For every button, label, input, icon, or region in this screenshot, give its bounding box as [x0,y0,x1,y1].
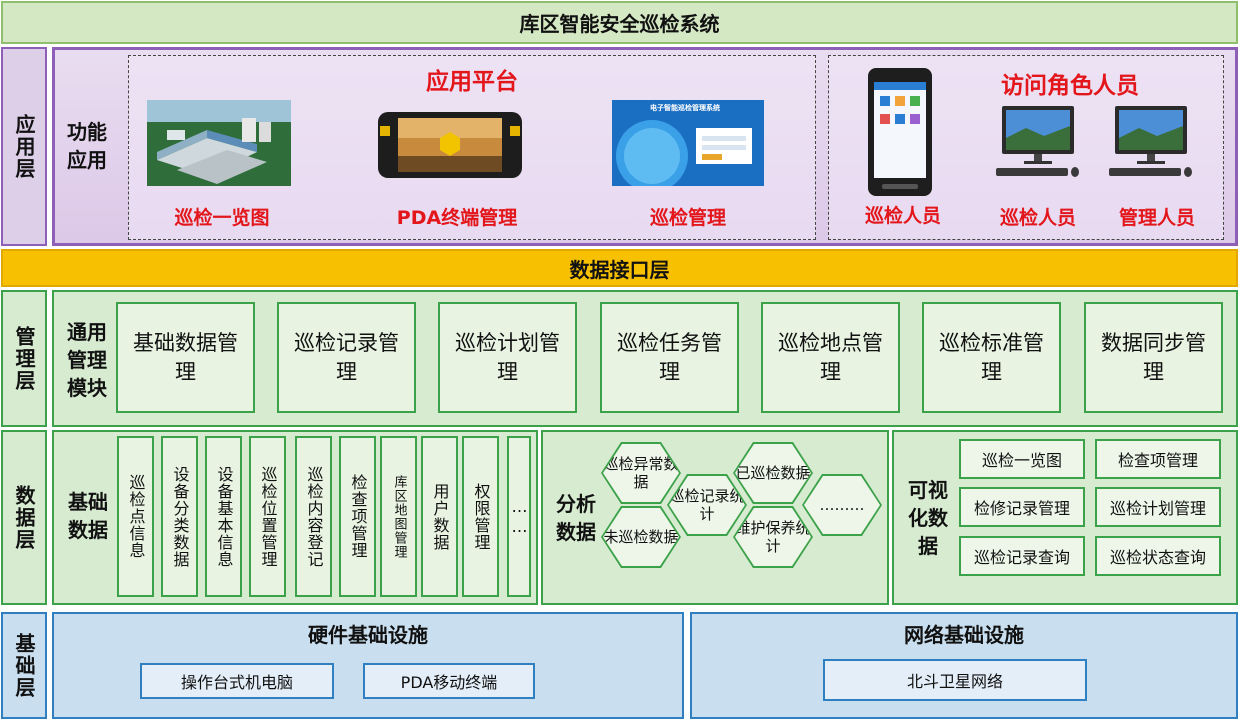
module-data-sync: 数据同步管理 [1084,302,1223,413]
hex-more-text: ……… [804,476,880,534]
role-inspector-mobile: 巡检人员 [864,204,941,227]
basic-data-label: 基础数据 [68,490,108,542]
mobile-phone-icon [868,68,932,196]
platform-title: 应用平台 [426,69,518,95]
basic-item-map: 库区地图管理 [380,436,417,597]
module-inspection-plan: 巡检计划管理 [438,302,577,413]
reservoir-overview-image [147,100,291,186]
management-system-login-image [612,100,764,186]
module-inspection-location: 巡检地点管理 [761,302,900,413]
visual-data-label: 可视化数据 [908,478,948,558]
hardware-title: 硬件基础设施 [308,622,428,647]
desktop-computer-icon [996,106,1080,180]
data-interface-layer: 数据接口层 [1,249,1238,287]
roles-title: 访问角色人员 [1001,73,1139,99]
hex-abnormal-data-text: 巡检异常数据 [603,444,679,502]
analysis-data-label: 分析数据 [556,492,596,544]
module-inspection-standard: 巡检标准管理 [922,302,1061,413]
hex-inspected-data-text: 已巡检数据 [735,444,811,502]
basic-item-inspection-position: 巡检位置管理 [249,436,286,597]
platform-item-inspection: 巡检管理 [649,206,726,229]
basic-item-inspection-content: 巡检内容登记 [295,436,332,597]
hardware-item-desktop: 操作台式机电脑 [140,663,334,699]
basic-item-user-data: 用户数据 [421,436,458,597]
visual-item-inspection-plan: 巡检计划管理 [1095,487,1221,527]
visual-item-check-item: 检查项管理 [1095,439,1221,479]
layer-label-application: 应用层 [1,47,47,246]
network-title: 网络基础设施 [904,622,1024,647]
basic-item-inspection-point: 巡检点信息 [117,436,154,597]
platform-item-pda: PDA终端管理 [396,206,518,229]
layer-label-management: 管理层 [1,290,47,427]
role-inspector-desktop: 巡检人员 [999,206,1076,229]
desktop-computer-icon [1109,106,1193,180]
visual-item-overview: 巡检一览图 [959,439,1085,479]
module-basic-data: 基础数据管理 [116,302,255,413]
module-inspection-records: 巡检记录管理 [277,302,416,413]
basic-item-device-info: 设备基本信息 [205,436,242,597]
hex-uninspected-data-text: 未巡检数据 [603,508,679,566]
basic-item-permission: 权限管理 [462,436,499,597]
hex-record-statistics: 巡检记录统计 [667,474,747,536]
basic-item-check-item: 检查项管理 [339,436,376,597]
general-management-label: 通用管理模块 [67,320,107,400]
login-screen-caption: 电子智能巡检管理系统 [650,104,720,112]
page-title: 库区智能安全巡检系统 [1,1,1238,44]
module-inspection-task: 巡检任务管理 [600,302,739,413]
hex-record-statistics-text: 巡检记录统计 [669,476,745,534]
hex-maintenance-statistics-text: 维护保养统计 [735,508,811,566]
hardware-item-pda: PDA移动终端 [363,663,535,699]
basic-item-more: …… [507,436,531,597]
network-item-beidou: 北斗卫星网络 [823,659,1087,701]
visual-item-repair-records: 检修记录管理 [959,487,1085,527]
layer-label-base: 基础层 [1,612,47,719]
basic-item-device-category: 设备分类数据 [161,436,198,597]
platform-item-overview: 巡检一览图 [174,206,270,229]
visual-item-status-query: 巡检状态查询 [1095,536,1221,576]
page-title-text: 库区智能安全巡检系统 [519,12,720,36]
role-manager: 管理人员 [1118,206,1195,229]
pda-device-image [378,112,522,178]
layer-label-data: 数据层 [1,430,47,605]
function-application-label: 功能应用 [67,120,107,172]
visual-item-record-query: 巡检记录查询 [959,536,1085,576]
